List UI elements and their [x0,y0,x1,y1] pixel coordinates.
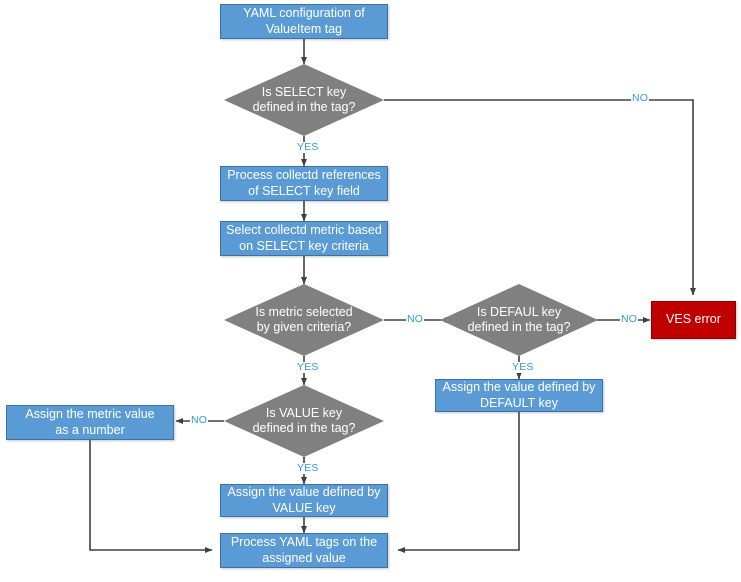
node-process-yaml-label: Process YAML tags on the assigned value [230,535,378,565]
node-defaul-key[interactable]: Is DEFAUL key defined in the tag? [440,284,598,356]
node-assign-default[interactable]: Assign the value defined by DEFAULT key [435,379,603,412]
node-assign-value[interactable]: Assign the value defined by VALUE key [220,484,388,517]
node-assign-value-label: Assign the value defined by VALUE key [227,485,381,515]
node-select-key-label: Is SELECT key defined in the tag? [252,84,356,114]
node-value-key[interactable]: Is VALUE key defined in the tag? [224,385,384,457]
edge-label-value-yes: YES [296,462,320,474]
edge-label-defaul-yes: YES [511,361,535,373]
node-select-key[interactable]: Is SELECT key defined in the tag? [224,64,384,136]
node-select-metric[interactable]: Select collectd metric based on SELECT k… [220,221,388,256]
node-assign-number[interactable]: Assign the metric value as a number [6,405,174,440]
node-assign-default-label: Assign the value defined by DEFAULT key [442,380,596,410]
edge-label-defaul-no: NO [620,313,639,325]
node-metric-selected-label: Is metric selected by given criteria? [255,304,353,334]
edge-label-select-yes: YES [296,141,320,153]
node-ves-error[interactable]: VES error [651,301,736,339]
node-metric-selected[interactable]: Is metric selected by given criteria? [224,284,384,356]
node-defaul-key-label: Is DEFAUL key defined in the tag? [467,304,571,334]
node-ves-error-label: VES error [666,312,721,327]
edge-label-metric-yes: YES [296,361,320,373]
edge-label-select-no: NO [631,92,650,104]
node-value-key-label: Is VALUE key defined in the tag? [252,405,356,435]
node-start-label: YAML configuration of ValueItem tag [243,6,365,36]
node-process-refs[interactable]: Process collectd references of SELECT ke… [220,166,388,201]
edge-number-to-processyaml [89,440,213,554]
edge-label-metric-no: NO [406,313,425,325]
edge-label-value-no: NO [190,414,209,426]
node-process-yaml[interactable]: Process YAML tags on the assigned value [220,533,388,568]
node-assign-number-label: Assign the metric value as a number [25,407,155,437]
node-start[interactable]: YAML configuration of ValueItem tag [220,4,388,39]
node-select-metric-label: Select collectd metric based on SELECT k… [226,223,382,253]
edge-default-to-processyaml [397,412,520,554]
edge-select-no [384,99,697,296]
node-process-refs-label: Process collectd references of SELECT ke… [227,168,381,198]
